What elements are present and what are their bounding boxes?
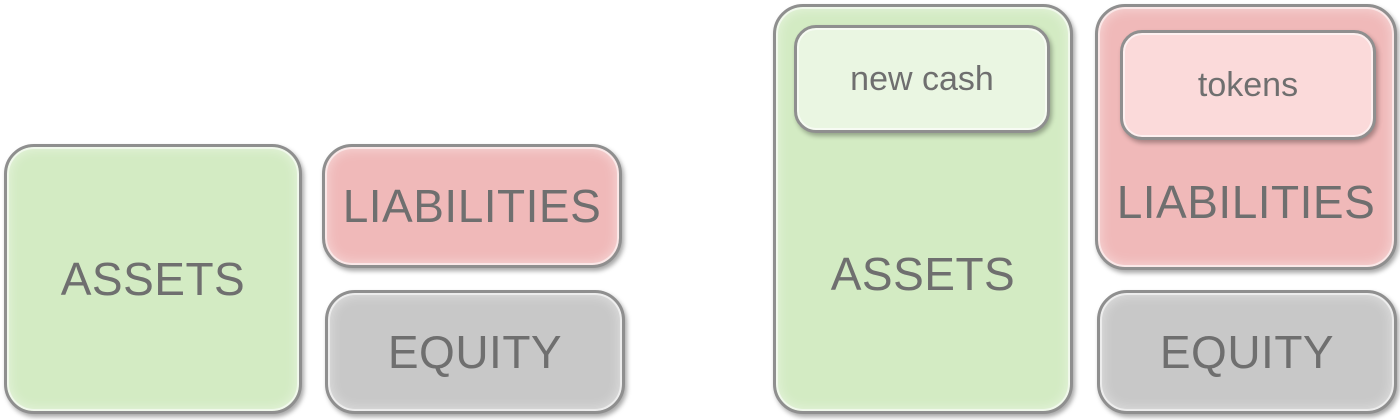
after-equity-block: EQUITY <box>1097 290 1397 414</box>
new-cash-block: new cash <box>794 25 1050 133</box>
tokens-label: tokens <box>1197 65 1299 104</box>
after-equity-label: EQUITY <box>1159 326 1335 378</box>
after-assets-label: ASSETS <box>830 248 1016 300</box>
before-equity-label: EQUITY <box>387 326 563 378</box>
before-liabilities-label: LIABILITIES <box>342 180 602 232</box>
new-cash-label: new cash <box>850 59 994 98</box>
after-liabilities-label: LIABILITIES <box>1116 176 1376 228</box>
tokens-block: tokens <box>1120 30 1376 140</box>
before-liabilities-block: LIABILITIES <box>322 144 622 268</box>
before-assets-label: ASSETS <box>60 253 246 305</box>
before-equity-block: EQUITY <box>325 290 625 414</box>
before-assets-block: ASSETS <box>4 144 302 414</box>
